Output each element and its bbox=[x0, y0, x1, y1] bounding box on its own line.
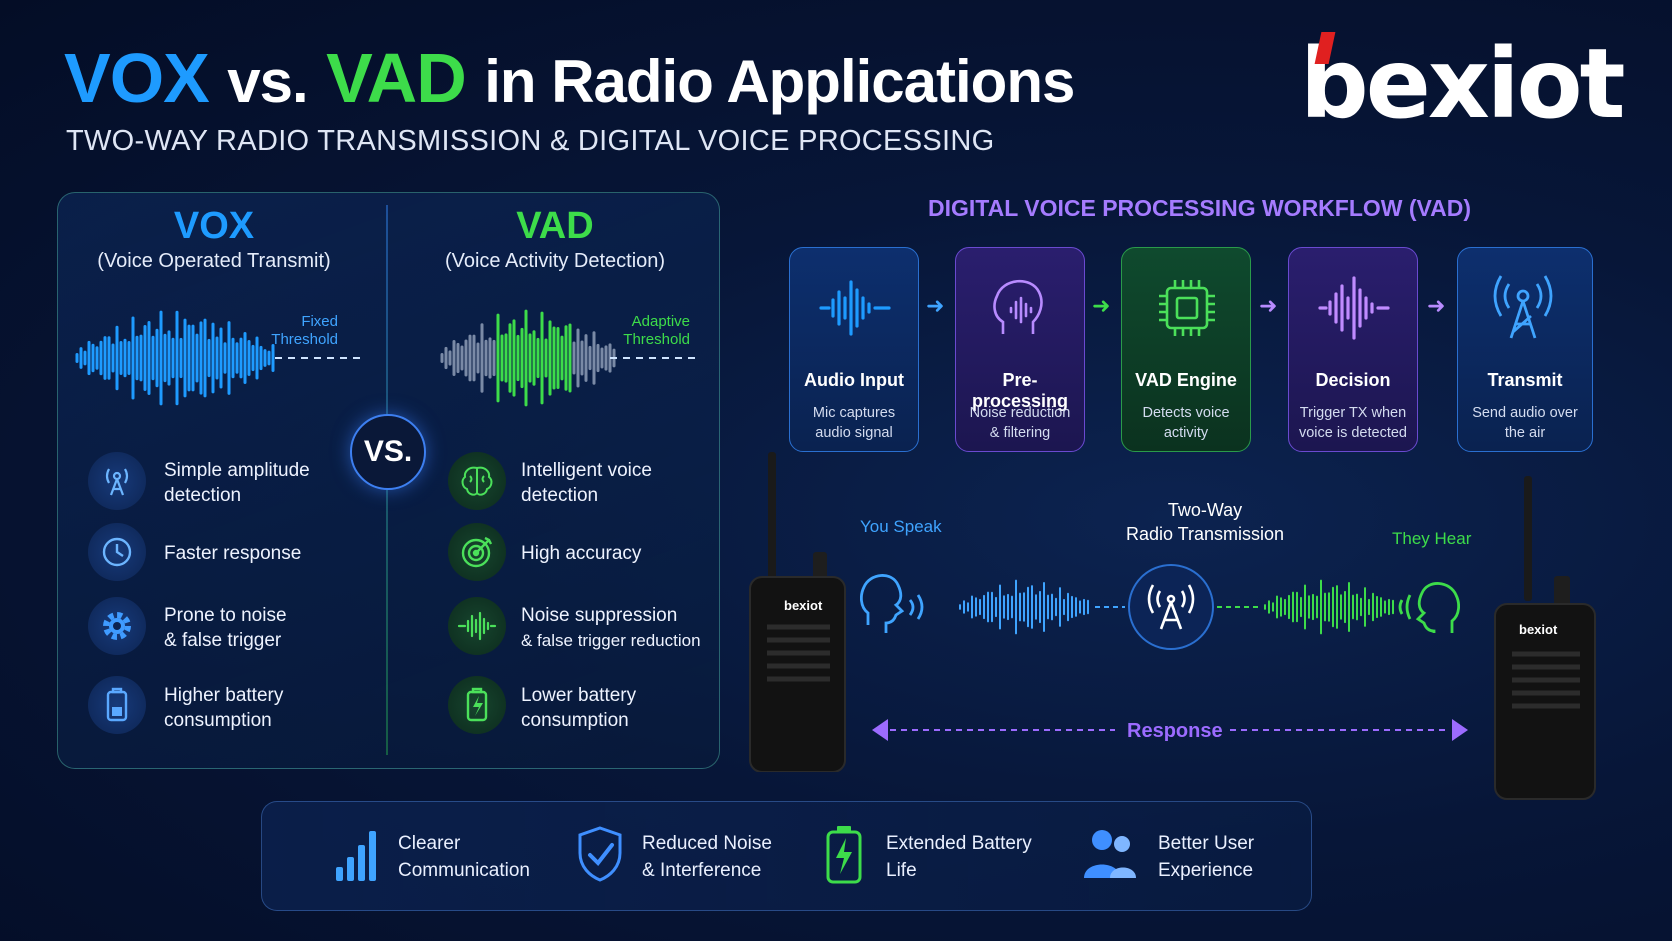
transmission-path bbox=[860, 564, 1460, 650]
waveform-icon bbox=[819, 280, 891, 336]
workflow-step-preprocessing: Pre-processing Noise reduction& filterin… bbox=[955, 247, 1085, 452]
brand-logo: bexiot bbox=[1300, 28, 1625, 140]
waveform-icon bbox=[448, 597, 506, 655]
arrow-right-icon: ➜ bbox=[1427, 293, 1446, 318]
gear-icon bbox=[88, 597, 146, 655]
benefit-2: Reduced Noise& Interference bbox=[642, 833, 772, 881]
listener-head-icon bbox=[1398, 582, 1460, 633]
vad-waveform bbox=[440, 309, 700, 407]
benefits-bar bbox=[261, 801, 1312, 911]
target-icon bbox=[448, 523, 506, 581]
brain-icon bbox=[448, 452, 506, 510]
they-hear-label: They Hear bbox=[1392, 529, 1472, 548]
walkie-talkie-left bbox=[749, 452, 846, 772]
chip-icon bbox=[1159, 280, 1215, 336]
shield-icon bbox=[578, 826, 622, 882]
walkie-talkie-right bbox=[1494, 476, 1596, 800]
signal-bars-icon bbox=[336, 831, 376, 881]
response-label: Response bbox=[1127, 720, 1223, 742]
antenna-icon bbox=[88, 452, 146, 510]
response-arrow bbox=[872, 719, 1468, 741]
vox-feature-2: Faster response bbox=[164, 543, 302, 564]
radio-brand-label: bexiot bbox=[784, 598, 823, 613]
vox-waveform bbox=[75, 310, 365, 406]
vox-title: VOX bbox=[173, 205, 255, 247]
antenna-icon bbox=[1493, 275, 1553, 339]
users-icon bbox=[1084, 830, 1136, 878]
speaker-head-icon bbox=[860, 574, 924, 633]
arrow-right-icon: ➜ bbox=[1092, 293, 1111, 318]
vs-badge: VS. bbox=[350, 414, 426, 490]
battery-icon bbox=[826, 826, 862, 884]
waveform-icon bbox=[1318, 276, 1390, 340]
you-speak-label: You Speak bbox=[860, 517, 942, 536]
vad-threshold-label: Adaptive Threshold bbox=[623, 313, 690, 348]
clock-icon bbox=[88, 523, 146, 581]
vox-subtitle: (Voice Operated Transmit) bbox=[97, 250, 331, 272]
arrow-right-icon: ➜ bbox=[1259, 293, 1278, 318]
vad-subtitle: (Voice Activity Detection) bbox=[444, 250, 666, 272]
arrow-right-icon: ➜ bbox=[926, 293, 945, 318]
battery-icon bbox=[88, 676, 146, 734]
vox-feature-3: Prone to noise& false trigger bbox=[164, 605, 287, 651]
vad-feature-2: High accuracy bbox=[521, 543, 642, 564]
vad-title: VAD bbox=[516, 205, 594, 247]
battery-icon bbox=[448, 676, 506, 734]
vad-feature-3: Noise suppression& false trigger reducti… bbox=[521, 605, 701, 650]
head-icon bbox=[993, 279, 1043, 334]
page-subtitle: TWO-WAY RADIO TRANSMISSION & DIGITAL VOI… bbox=[66, 125, 995, 157]
antenna-icon bbox=[1147, 584, 1195, 630]
vox-threshold-label: Fixed Threshold bbox=[271, 313, 338, 348]
workflow-title: DIGITAL VOICE PROCESSING WORKFLOW (VAD) bbox=[928, 195, 1472, 221]
radio-brand-label: bexiot bbox=[1519, 622, 1558, 637]
page-title: VOX vs. VAD in Radio Applications bbox=[64, 39, 1075, 117]
